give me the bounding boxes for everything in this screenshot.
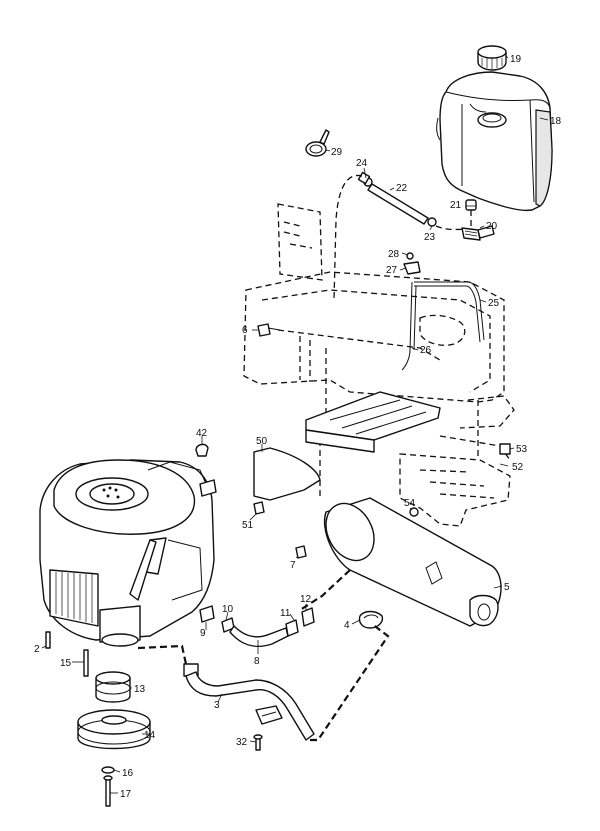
callout-20: 20 (486, 221, 498, 232)
callout-23: 23 (424, 232, 436, 243)
callout-51: 51 (242, 520, 254, 531)
callout-6: 6 (242, 325, 248, 336)
callout-5: 5 (504, 582, 510, 593)
callout-18: 18 (550, 116, 562, 127)
fuel-hose-assembly (199, 605, 315, 648)
callout-16: 16 (122, 768, 134, 779)
callout-12: 12 (300, 594, 312, 605)
callout-8: 8 (254, 656, 260, 667)
callout-labels: 19 18 29 24 22 21 20 23 28 27 25 6 26 42… (34, 54, 562, 800)
callout-54: 54 (404, 498, 416, 509)
callout-4: 4 (344, 620, 350, 631)
callout-25: 25 (488, 298, 500, 309)
callout-11: 11 (280, 608, 291, 619)
callout-7: 7 (290, 560, 296, 571)
callout-10: 10 (222, 604, 234, 615)
muffler (324, 497, 502, 627)
muffler-clamp (358, 610, 384, 629)
callout-27: 27 (386, 265, 398, 276)
callout-14: 14 (144, 730, 156, 741)
callout-2: 2 (34, 644, 40, 655)
throttle-rod (401, 252, 485, 371)
callout-15: 15 (60, 658, 72, 669)
callout-3: 3 (214, 700, 220, 711)
callout-21: 21 (450, 200, 462, 211)
callout-17: 17 (120, 789, 132, 800)
callout-53: 53 (516, 444, 528, 455)
engine (39, 443, 217, 647)
callout-leaders (41, 55, 549, 794)
hose-clamp (305, 129, 330, 157)
heat-shield (305, 391, 511, 527)
callout-32: 32 (236, 737, 248, 748)
callout-28: 28 (388, 249, 400, 260)
fuel-shutoff-valve (461, 199, 495, 241)
callout-22: 22 (396, 183, 408, 194)
callout-19: 19 (510, 54, 522, 65)
fuel-line (333, 171, 469, 301)
callout-26: 26 (420, 345, 432, 356)
exhaust-route (137, 644, 188, 665)
fuel-cap (477, 45, 507, 71)
fuel-tank (436, 71, 553, 212)
callout-50: 50 (256, 436, 268, 447)
mounting-frame (243, 203, 515, 500)
callout-9: 9 (200, 628, 206, 639)
callout-24: 24 (356, 158, 368, 169)
callout-42: 42 (196, 428, 208, 439)
callout-29: 29 (331, 147, 343, 158)
callout-52: 52 (512, 462, 524, 473)
side-shield (253, 447, 321, 501)
pulley-assembly (45, 631, 151, 807)
callout-13: 13 (134, 684, 146, 695)
exhaust-pipe (183, 663, 315, 741)
